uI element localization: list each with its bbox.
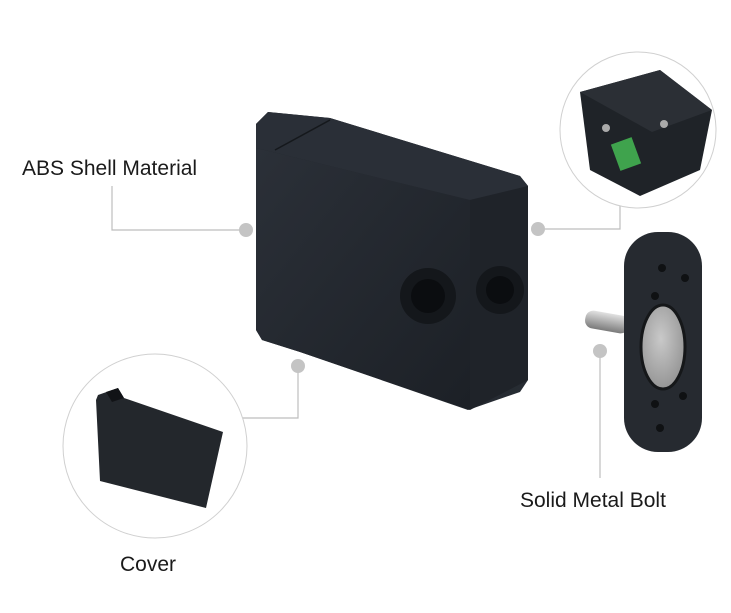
connector-lines	[111, 186, 621, 478]
cover-image	[96, 388, 223, 508]
shell-marker-dot	[239, 223, 253, 237]
bolt-image	[585, 232, 702, 452]
shell-material-label: ABS Shell Material	[22, 157, 198, 180]
controller-marker-dot	[531, 222, 545, 236]
shell-connector	[111, 186, 244, 231]
cover-label: Cover	[120, 553, 177, 576]
controller-connector	[540, 205, 621, 230]
lock-body-image	[256, 112, 528, 410]
solid-metal-bolt-label: Solid Metal Bolt	[520, 489, 666, 512]
cover-marker-dot	[291, 359, 305, 373]
bolt-marker-dot	[593, 344, 607, 358]
controller-board-image	[580, 70, 712, 196]
cover-connector	[240, 366, 299, 419]
